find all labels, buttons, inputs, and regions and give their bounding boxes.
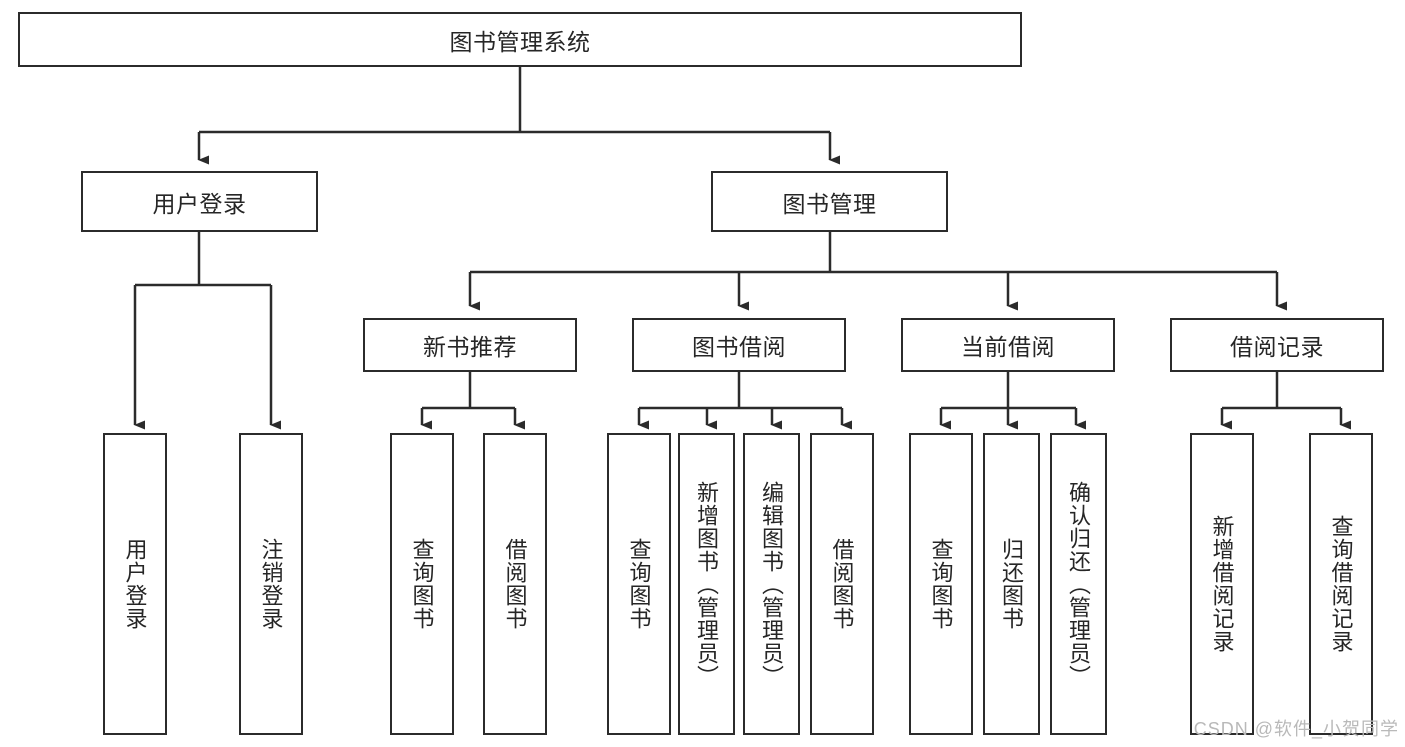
node-book-management-label: 图书管理 [782,190,877,217]
leaf-return-book[interactable]: 归还图书 [983,433,1040,735]
node-book-borrow[interactable]: 图书借阅 [632,318,846,372]
node-user-login[interactable]: 用户登录 [81,171,318,232]
node-current-borrow-label: 当前借阅 [961,334,1055,360]
node-user-login-label: 用户登录 [152,190,247,217]
node-root-label: 图书管理系统 [449,28,591,55]
leaf-borrow-book-1-label: 借阅图书 [502,538,528,630]
node-book-borrow-label: 图书借阅 [692,334,786,360]
leaf-edit-book[interactable]: 编辑图书（管理员） [743,433,800,735]
leaf-query-book-1-label: 查询图书 [409,538,435,630]
leaf-query-book-2[interactable]: 查询图书 [607,433,671,735]
leaf-confirm-return-label: 确认归还（管理员） [1066,480,1092,688]
leaf-add-book[interactable]: 新增图书（管理员） [678,433,735,735]
leaf-logout-login-label: 注销登录 [258,538,284,630]
leaf-add-record[interactable]: 新增借阅记录 [1190,433,1254,735]
node-new-book-recommend[interactable]: 新书推荐 [363,318,577,372]
node-root[interactable]: 图书管理系统 [18,12,1022,67]
node-borrow-record-label: 借阅记录 [1230,334,1324,360]
leaf-confirm-return[interactable]: 确认归还（管理员） [1050,433,1107,735]
node-borrow-record[interactable]: 借阅记录 [1170,318,1384,372]
leaf-query-record[interactable]: 查询借阅记录 [1309,433,1373,735]
leaf-query-book-3[interactable]: 查询图书 [909,433,973,735]
leaf-borrow-book-1[interactable]: 借阅图书 [483,433,547,735]
node-new-book-recommend-label: 新书推荐 [423,334,517,360]
leaf-user-login-label: 用户登录 [122,538,148,630]
node-current-borrow[interactable]: 当前借阅 [901,318,1115,372]
leaf-query-book-2-label: 查询图书 [626,538,652,630]
leaf-borrow-book-2[interactable]: 借阅图书 [810,433,874,735]
leaf-return-book-label: 归还图书 [999,538,1025,630]
leaf-query-book-3-label: 查询图书 [928,538,954,630]
node-book-management[interactable]: 图书管理 [711,171,948,232]
leaf-borrow-book-2-label: 借阅图书 [829,538,855,630]
leaf-add-book-label: 新增图书（管理员） [694,480,720,688]
leaf-user-login[interactable]: 用户登录 [103,433,167,735]
leaf-logout-login[interactable]: 注销登录 [239,433,303,735]
leaf-edit-book-label: 编辑图书（管理员） [759,480,785,688]
leaf-query-record-label: 查询借阅记录 [1328,515,1354,653]
leaf-add-record-label: 新增借阅记录 [1209,515,1235,653]
leaf-query-book-1[interactable]: 查询图书 [390,433,454,735]
